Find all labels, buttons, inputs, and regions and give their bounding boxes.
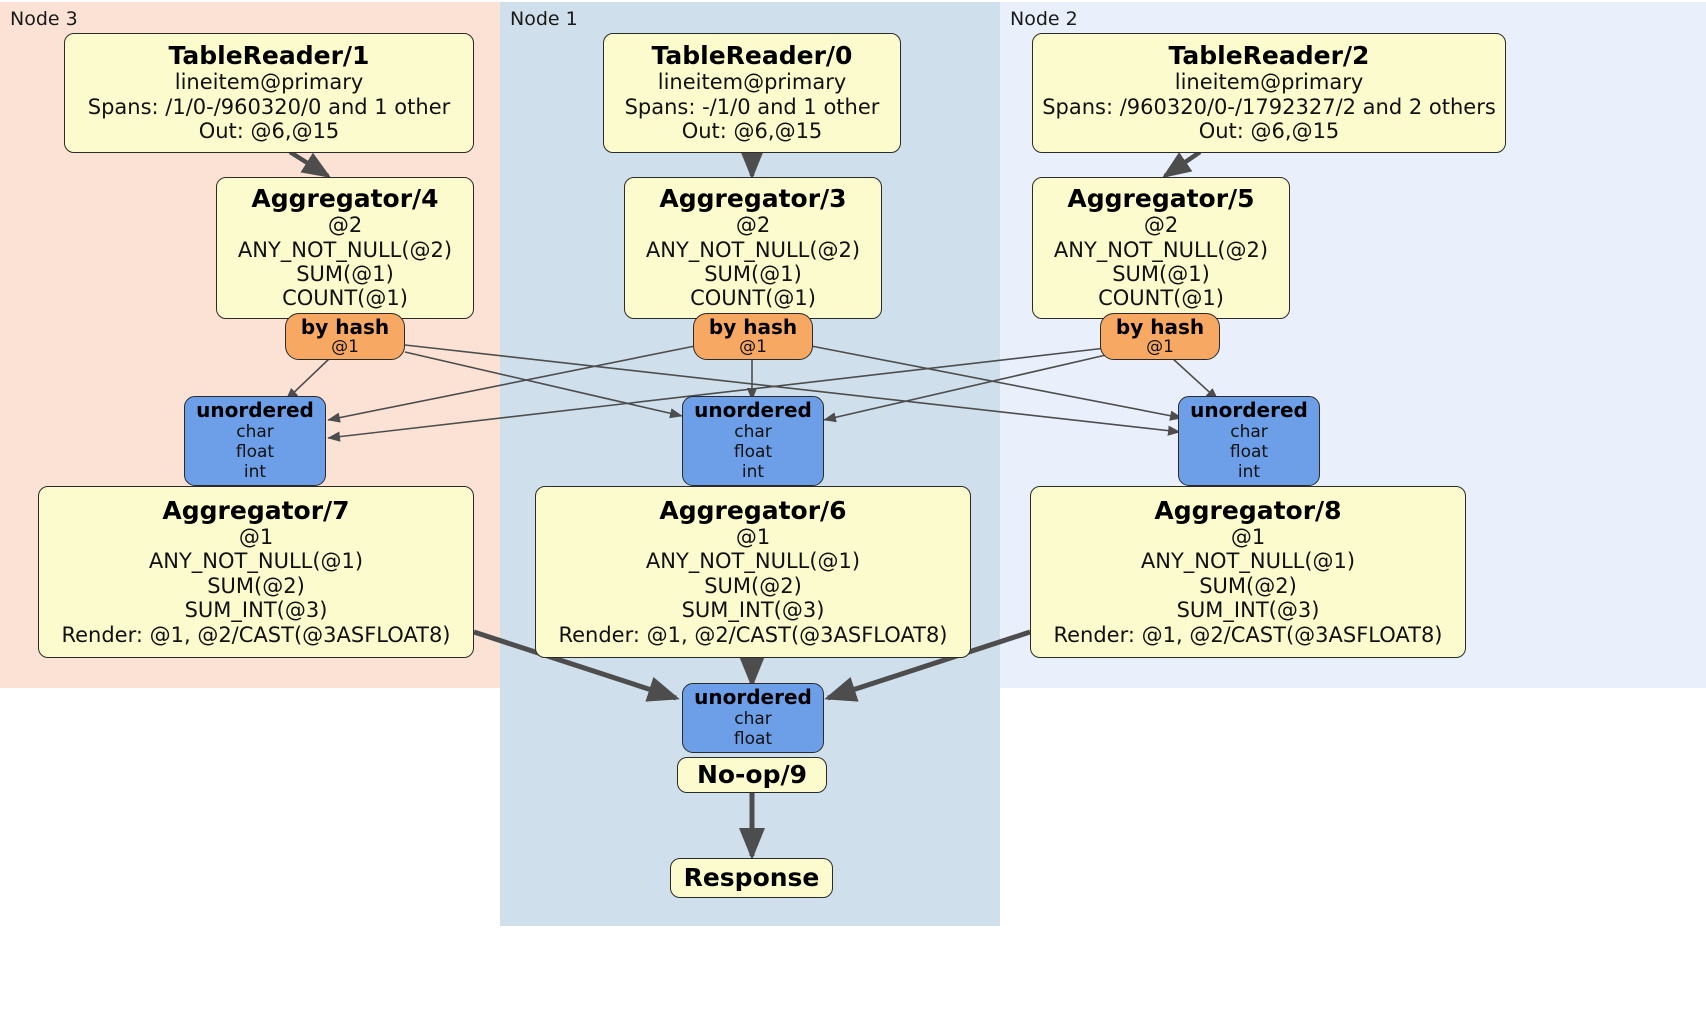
processor-line: @2 — [735, 213, 771, 238]
processor-aggregator-7[interactable]: Aggregator/7 @1 ANY_NOT_NULL(@1) SUM(@2)… — [38, 486, 474, 658]
processor-line: ANY_NOT_NULL(@1) — [645, 549, 861, 574]
processor-line: COUNT(@1) — [1098, 286, 1224, 311]
sync-title: unordered — [694, 398, 812, 423]
sync-line: char — [236, 421, 274, 442]
processor-line: lineitem@primary — [174, 70, 364, 95]
processor-tablereader-0[interactable]: TableReader/0 lineitem@primary Spans: -/… — [603, 33, 901, 153]
processor-title: Aggregator/8 — [1154, 496, 1342, 526]
sync-line: float — [733, 729, 773, 750]
processor-line: Spans: /960320/0-/1792327/2 and 2 others — [1042, 94, 1496, 119]
node-panel-label-node2: Node 2 — [1010, 8, 1078, 30]
processor-line: @1 — [735, 525, 771, 550]
processor-title: Aggregator/6 — [659, 496, 847, 526]
sync-unordered-node1[interactable]: unordered char float int — [682, 396, 824, 486]
processor-line: ANY_NOT_NULL(@1) — [1140, 549, 1356, 574]
node-panel-label-node3: Node 3 — [10, 8, 78, 30]
processor-line: Out: @6,@15 — [681, 119, 823, 144]
processor-line: ANY_NOT_NULL(@1) — [148, 549, 364, 574]
processor-line: SUM(@1) — [1112, 262, 1210, 286]
router-title: by hash — [1115, 315, 1205, 340]
sync-unordered-node3[interactable]: unordered char float int — [184, 396, 326, 486]
processor-line: SUM_INT(@3) — [184, 598, 328, 623]
sync-line: char — [734, 421, 772, 442]
processor-aggregator-4[interactable]: Aggregator/4 @2 ANY_NOT_NULL(@2) SUM(@1)… — [216, 177, 474, 319]
router-line: @1 — [739, 337, 767, 358]
processor-line: COUNT(@1) — [282, 286, 408, 311]
processor-line: Render: @1, @2/CAST(@3ASFLOAT8) — [558, 622, 948, 647]
processor-title: No-op/9 — [696, 760, 808, 789]
processor-line: SUM(@1) — [296, 262, 394, 286]
processor-line: lineitem@primary — [657, 70, 847, 95]
router-title: by hash — [708, 315, 798, 340]
sync-line: char — [1230, 421, 1268, 442]
processor-line: @1 — [238, 525, 274, 550]
processor-title: Aggregator/7 — [162, 496, 350, 526]
router-by-hash-node1[interactable]: by hash @1 — [693, 313, 813, 360]
sync-title: unordered — [694, 685, 812, 710]
processor-title: TableReader/1 — [168, 41, 370, 71]
router-line: @1 — [1146, 337, 1174, 358]
sync-line: float — [235, 442, 275, 462]
processor-aggregator-6[interactable]: Aggregator/6 @1 ANY_NOT_NULL(@1) SUM(@2)… — [535, 486, 971, 658]
processor-title: TableReader/2 — [1168, 41, 1370, 71]
sync-line: float — [1229, 442, 1269, 462]
sync-line: int — [243, 462, 267, 483]
processor-line: SUM(@2) — [1199, 573, 1297, 598]
processor-line: @1 — [1230, 525, 1266, 550]
router-by-hash-node2[interactable]: by hash @1 — [1100, 313, 1220, 360]
processor-title: Aggregator/5 — [1067, 184, 1255, 214]
processor-line: Spans: -/1/0 and 1 other — [624, 94, 880, 119]
processor-title: Aggregator/4 — [251, 184, 439, 214]
sync-title: unordered — [196, 398, 314, 423]
processor-line: COUNT(@1) — [690, 286, 816, 311]
sync-title: unordered — [1190, 398, 1308, 423]
processor-line: SUM(@1) — [704, 262, 802, 286]
processor-line: ANY_NOT_NULL(@2) — [1053, 237, 1269, 262]
processor-line: SUM(@2) — [207, 573, 305, 598]
processor-line: @2 — [1143, 213, 1179, 238]
sync-line: char — [734, 708, 772, 729]
processor-line: SUM_INT(@3) — [1176, 598, 1320, 623]
processor-line: ANY_NOT_NULL(@2) — [645, 237, 861, 262]
processor-line: lineitem@primary — [1174, 70, 1364, 95]
sync-line: int — [741, 462, 765, 483]
processor-title: Response — [683, 863, 820, 892]
processor-aggregator-3[interactable]: Aggregator/3 @2 ANY_NOT_NULL(@2) SUM(@1)… — [624, 177, 882, 319]
router-line: @1 — [331, 337, 359, 358]
processor-line: Spans: /1/0-/960320/0 and 1 other — [87, 94, 451, 119]
processor-tablereader-2[interactable]: TableReader/2 lineitem@primary Spans: /9… — [1032, 33, 1506, 153]
processor-line: SUM(@2) — [704, 573, 802, 598]
processor-line: @2 — [327, 213, 363, 238]
processor-line: Render: @1, @2/CAST(@3ASFLOAT8) — [1053, 622, 1443, 647]
processor-aggregator-8[interactable]: Aggregator/8 @1 ANY_NOT_NULL(@1) SUM(@2)… — [1030, 486, 1466, 658]
processor-aggregator-5[interactable]: Aggregator/5 @2 ANY_NOT_NULL(@2) SUM(@1)… — [1032, 177, 1290, 319]
processor-line: Out: @6,@15 — [1198, 119, 1340, 144]
processor-noop-9[interactable]: No-op/9 — [677, 757, 827, 793]
sync-line: float — [733, 442, 773, 462]
sync-unordered-node2[interactable]: unordered char float int — [1178, 396, 1320, 486]
processor-line: Render: @1, @2/CAST(@3ASFLOAT8) — [61, 622, 451, 647]
processor-tablereader-1[interactable]: TableReader/1 lineitem@primary Spans: /1… — [64, 33, 474, 153]
processor-title: TableReader/0 — [651, 41, 853, 71]
node-panel-label-node1: Node 1 — [510, 8, 578, 30]
processor-response[interactable]: Response — [670, 858, 833, 898]
processor-line: SUM_INT(@3) — [681, 598, 825, 623]
processor-line: Out: @6,@15 — [198, 119, 340, 144]
sync-line: int — [1237, 462, 1261, 483]
sync-unordered-final[interactable]: unordered char float — [682, 683, 824, 753]
router-title: by hash — [300, 315, 390, 340]
processor-title: Aggregator/3 — [659, 184, 847, 214]
processor-line: ANY_NOT_NULL(@2) — [237, 237, 453, 262]
router-by-hash-node3[interactable]: by hash @1 — [285, 313, 405, 360]
